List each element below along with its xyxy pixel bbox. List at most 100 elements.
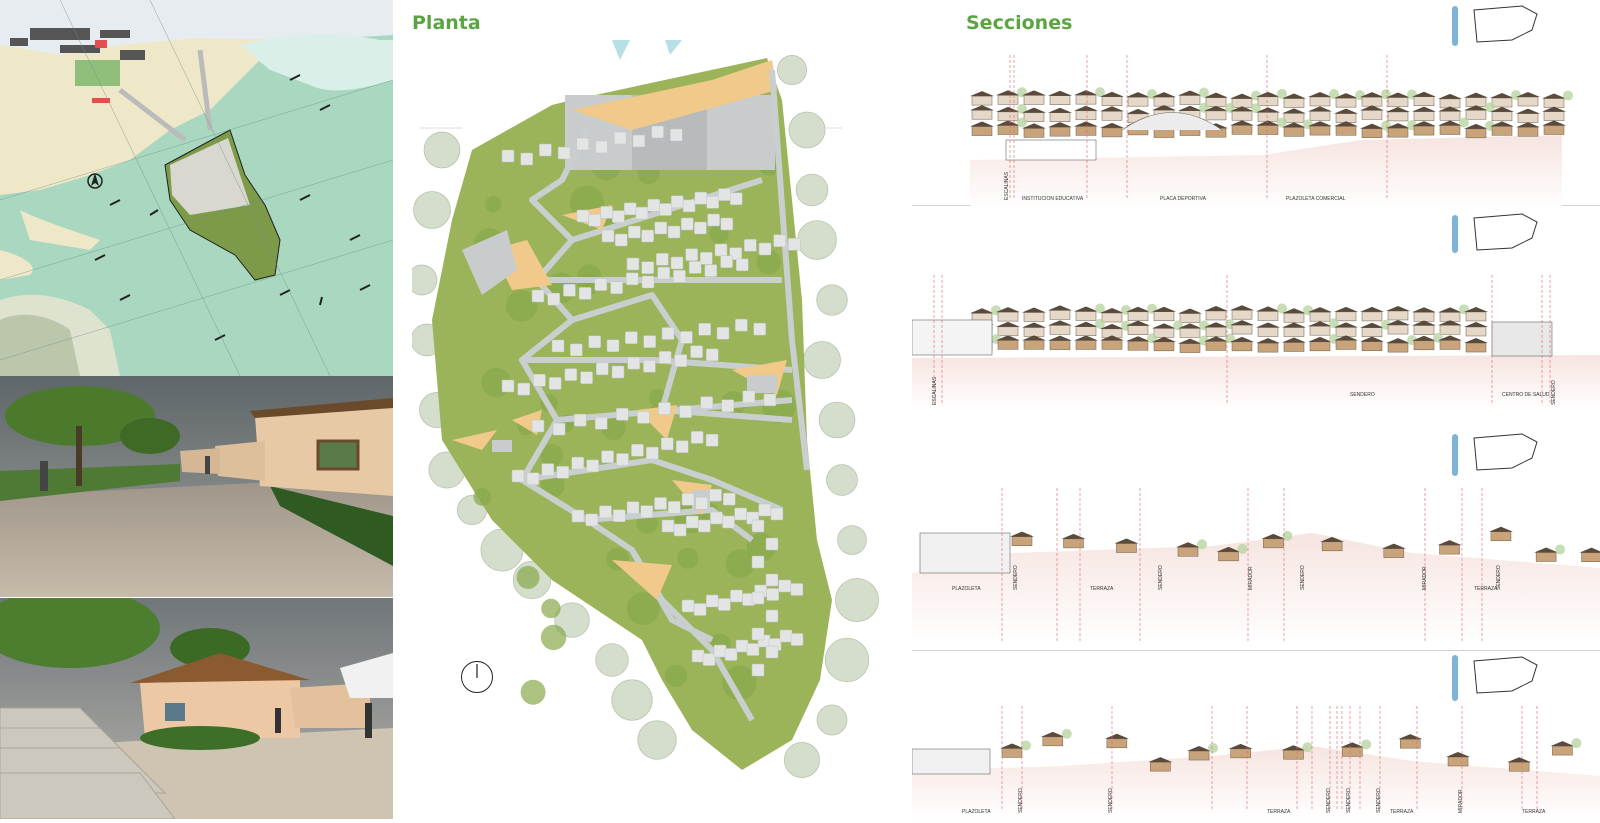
house xyxy=(1153,328,1175,338)
house xyxy=(693,603,707,616)
house xyxy=(1127,311,1149,322)
house xyxy=(700,396,713,409)
house xyxy=(751,519,765,533)
roof xyxy=(1256,120,1280,126)
house xyxy=(1042,736,1064,747)
house xyxy=(626,501,640,514)
tree xyxy=(837,525,867,555)
roof xyxy=(1152,306,1176,312)
house xyxy=(1153,341,1175,352)
house xyxy=(1342,747,1363,757)
section-1-label-4: PLAZOLETA COMERCIAL xyxy=(1286,196,1346,202)
house xyxy=(654,497,667,510)
house xyxy=(735,318,748,332)
house xyxy=(690,345,703,358)
roof xyxy=(1308,321,1332,327)
house xyxy=(1335,311,1357,322)
roof xyxy=(1204,305,1228,311)
house xyxy=(690,431,704,444)
roof xyxy=(1152,105,1176,111)
roof xyxy=(1114,538,1139,544)
house xyxy=(1309,111,1331,121)
street-render-image xyxy=(0,376,393,597)
roof xyxy=(1360,336,1384,342)
roof xyxy=(1100,91,1124,97)
house xyxy=(720,255,733,268)
roof xyxy=(1126,306,1150,312)
house xyxy=(1231,309,1253,320)
north-arrow-icon xyxy=(461,661,493,693)
house xyxy=(1387,310,1409,321)
house xyxy=(680,217,694,231)
roof xyxy=(996,307,1020,313)
house xyxy=(1150,761,1171,772)
house xyxy=(765,537,779,551)
tree xyxy=(1197,539,1208,550)
house xyxy=(706,196,719,209)
house xyxy=(658,402,671,415)
tree xyxy=(835,578,879,622)
house xyxy=(641,275,655,289)
key-plan-icon xyxy=(1473,433,1538,471)
house xyxy=(751,591,765,605)
house xyxy=(1218,551,1239,562)
house xyxy=(673,270,686,283)
house xyxy=(1309,125,1331,136)
house xyxy=(643,335,656,348)
roof xyxy=(1579,547,1600,553)
house xyxy=(635,206,649,220)
house xyxy=(744,239,757,252)
tree xyxy=(1571,738,1582,749)
house xyxy=(709,488,722,502)
roof xyxy=(1048,122,1072,128)
house xyxy=(1508,761,1530,772)
section-1-label-3: PLACA DEPORTIVA xyxy=(1160,196,1207,202)
roof xyxy=(1178,105,1202,111)
roof xyxy=(1282,122,1306,128)
house xyxy=(563,284,576,297)
roof xyxy=(1464,338,1488,344)
house xyxy=(520,152,533,166)
roof xyxy=(1178,323,1202,329)
section-4-label-5: SENDERO xyxy=(1326,788,1332,813)
tree xyxy=(473,488,492,506)
tree xyxy=(1302,742,1313,753)
roof xyxy=(1412,121,1436,127)
house xyxy=(595,417,608,430)
tree xyxy=(540,444,564,467)
roof xyxy=(1308,307,1332,313)
house xyxy=(1153,311,1175,322)
house xyxy=(735,639,749,653)
house xyxy=(766,588,779,601)
house xyxy=(588,213,602,227)
house xyxy=(758,242,772,256)
house xyxy=(1361,341,1383,351)
roof xyxy=(1204,336,1228,342)
house xyxy=(765,573,779,587)
roof xyxy=(1230,106,1254,112)
house xyxy=(1387,324,1409,335)
house xyxy=(1439,125,1461,135)
roof xyxy=(1398,734,1423,740)
roof xyxy=(1187,746,1212,752)
roof xyxy=(1256,91,1280,97)
tree xyxy=(818,401,856,439)
roof xyxy=(1464,306,1488,312)
house xyxy=(765,609,779,623)
house xyxy=(705,594,719,608)
tree xyxy=(1555,544,1566,555)
house xyxy=(722,515,735,529)
house xyxy=(1075,126,1097,136)
roof xyxy=(1100,308,1124,314)
house xyxy=(517,382,530,396)
roof xyxy=(1386,123,1410,129)
house xyxy=(614,233,628,247)
section-4-label-2: SENDERO xyxy=(1018,788,1024,813)
house xyxy=(647,199,660,212)
roof xyxy=(1061,533,1086,539)
house xyxy=(997,125,1019,135)
section-2-label-3: CENTRO DE SALUD xyxy=(1502,392,1550,398)
roof xyxy=(996,106,1020,112)
roof xyxy=(970,308,994,314)
tree xyxy=(725,549,755,578)
